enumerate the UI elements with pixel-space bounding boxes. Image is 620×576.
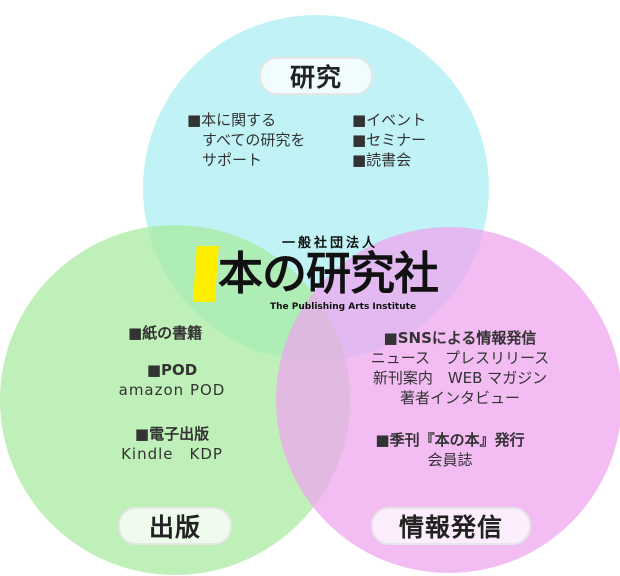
dissemination-sns-head: ■SNSによる情報発信 (383, 329, 537, 347)
research-seminar-item: ■セミナー (352, 131, 427, 149)
dissemination-magazine-head: ■季刊『本の本』発行 (375, 431, 525, 449)
research-events-list: ■イベント ■セミナー ■読書会 (352, 110, 426, 170)
publishing-ebook-head: ■電子出版 (134, 425, 210, 443)
research-support-text: ■本に関する すべての研究を サポート (187, 110, 305, 170)
publishing-pod-item: ■POD amazon POD (104, 360, 240, 400)
org-english-name: The Publishing Arts Institute (270, 302, 417, 312)
research-title: 研究 (259, 57, 373, 95)
logo-accent-block (192, 246, 219, 302)
research-reading-item: ■読書会 (352, 151, 412, 169)
research-event-item: ■イベント (352, 111, 427, 129)
research-support-line1: ■本に関する (187, 111, 277, 129)
dissemination-sns-line2: 新刊案内 WEB マガジン (372, 369, 548, 387)
dissemination-title: 情報発信 (371, 507, 531, 545)
publishing-pod-head: ■POD (146, 361, 198, 379)
dissemination-circle (276, 227, 620, 573)
publishing-ebook-item: ■電子出版 Kindle KDP (104, 424, 240, 464)
dissemination-magazine-item: ■季刊『本の本』発行 会員誌 (352, 430, 548, 470)
dissemination-sns-item: ■SNSによる情報発信 ニュース プレスリリース 新刊案内 WEB マガジン 著… (352, 328, 568, 408)
org-name: 本の研究社 (218, 247, 439, 300)
dissemination-sns-line1: ニュース プレスリリース (370, 349, 550, 367)
publishing-circle (0, 225, 350, 575)
dissemination-magazine-sub: 会員誌 (427, 451, 473, 469)
publishing-pod-sub: amazon POD (118, 381, 226, 399)
publishing-title: 出版 (118, 507, 232, 545)
dissemination-sns-line3: 著者インタビュー (399, 389, 520, 407)
research-support-line3: サポート (202, 151, 263, 169)
publishing-ebook-sub: Kindle KDP (121, 445, 223, 463)
publishing-paper-label: ■紙の書籍 (128, 324, 203, 342)
org-prefix: 一般社団法人 (281, 236, 378, 251)
research-support-line2: すべての研究を (202, 131, 306, 149)
publishing-paper-item: ■紙の書籍 (128, 323, 202, 343)
